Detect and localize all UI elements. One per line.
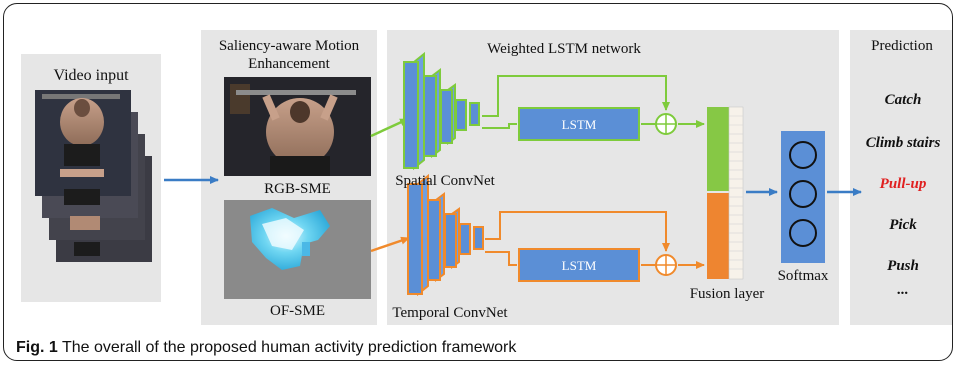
of-sme-label: OF-SME <box>269 303 325 319</box>
rgb-sme-image <box>224 77 371 176</box>
prediction-panel <box>850 30 952 325</box>
of-to-temporal-arrow <box>370 236 410 253</box>
fusion-layer <box>707 106 744 280</box>
softmax-unit-1 <box>789 141 817 169</box>
figure-caption: Fig. 1 The overall of the proposed human… <box>16 339 516 357</box>
add-node-temporal <box>655 254 677 276</box>
temporal-convnet <box>407 173 484 297</box>
add-node-spatial <box>655 113 677 135</box>
rgb-to-spatial-arrow <box>370 117 409 138</box>
prediction-item-catch: Catch <box>884 92 922 108</box>
caption-text: The overall of the proposed human activi… <box>57 339 517 356</box>
spatial-convnet <box>403 51 480 171</box>
prediction-item-pull-up: Pull-up <box>879 176 927 192</box>
temporal-stream-lines <box>485 211 705 269</box>
lstm-block-spatial <box>518 107 640 141</box>
lstm-block-temporal <box>518 248 640 282</box>
prediction-item-climb-stairs: Climb stairs <box>865 135 941 151</box>
softmax-label: Softmax <box>777 268 829 284</box>
spatial-convnet-label: Spatial ConvNet <box>395 173 495 189</box>
sme-title: Saliency-aware Motion Enhancement <box>218 38 360 72</box>
of-sme-image <box>224 200 371 299</box>
prediction-item-ellipsis: ... <box>897 282 909 298</box>
fusion-layer-label: Fusion layer <box>689 286 765 302</box>
figure-frame: Video input Saliency-aware Motion Enhanc… <box>3 3 953 361</box>
temporal-convnet-label: Temporal ConvNet <box>392 305 508 321</box>
prediction-title: Prediction <box>871 38 933 54</box>
softmax-unit-3 <box>789 219 817 247</box>
spatial-stream-lines <box>482 75 705 129</box>
prediction-item-push: Push <box>887 258 919 274</box>
prediction-item-pick: Pick <box>889 217 917 233</box>
video-frames <box>35 90 152 262</box>
lstm-label-spatial: LSTM <box>561 117 597 132</box>
athlete-figure <box>42 94 120 256</box>
lstm-label-temporal: LSTM <box>561 258 597 273</box>
rgb-sme-label: RGB-SME <box>264 181 331 197</box>
diagram-canvas <box>35 51 862 299</box>
figure-number: Fig. 1 <box>16 339 58 356</box>
video-input-title: Video input <box>53 67 129 84</box>
softmax-unit-2 <box>789 180 817 208</box>
lstm-network-title: Weighted LSTM network <box>487 41 641 57</box>
softmax-block <box>781 131 825 263</box>
